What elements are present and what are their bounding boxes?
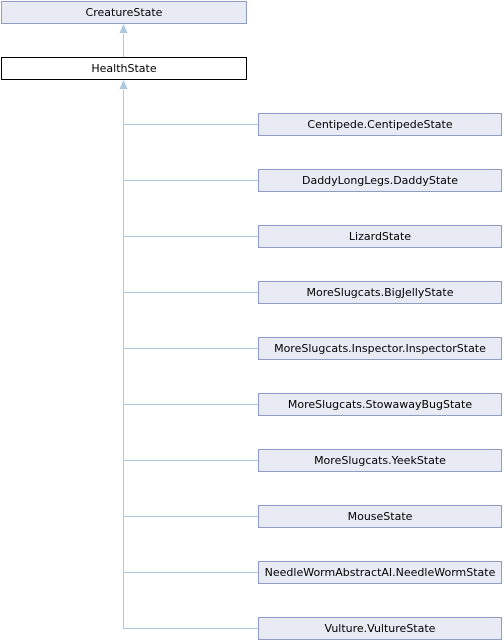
derived-class-node[interactable]: NeedleWormAbstractAI.NeedleWormState [258,561,502,584]
current-class-label: HealthState [91,62,157,75]
inheritance-arrow [119,80,128,89]
derived-class-node[interactable]: MoreSlugcats.Inspector.InspectorState [258,337,502,360]
derived-class-label: DaddyLongLegs.DaddyState [301,174,459,187]
derived-class-label: MoreSlugcats.StowawayBugState [287,398,473,411]
derived-class-label: MouseState [347,510,413,523]
derived-class-node[interactable]: DaddyLongLegs.DaddyState [258,169,502,192]
derived-class-label: Centipede.CentipedeState [307,118,453,131]
derived-class-node[interactable]: Centipede.CentipedeState [258,113,502,136]
derived-class-node[interactable]: Vulture.VultureState [258,617,502,640]
derived-class-label: MoreSlugcats.YeekState [314,454,446,467]
derived-class-label: Vulture.VultureState [324,622,436,635]
derived-class-label: MoreSlugcats.Inspector.InspectorState [274,342,486,355]
current-class-node: HealthState [1,57,247,80]
inheritance-arrow [119,24,128,33]
derived-class-node[interactable]: MoreSlugcats.BigJellyState [258,281,502,304]
derived-class-node[interactable]: LizardState [258,225,502,248]
base-class-label: CreatureState [85,6,163,19]
derived-class-label: LizardState [348,230,412,243]
base-class-node[interactable]: CreatureState [1,1,247,24]
derived-class-label: MoreSlugcats.BigJellyState [306,286,454,299]
derived-class-node[interactable]: MoreSlugcats.YeekState [258,449,502,472]
derived-class-label: NeedleWormAbstractAI.NeedleWormState [264,566,496,579]
derived-class-node[interactable]: MoreSlugcats.StowawayBugState [258,393,502,416]
derived-class-node[interactable]: MouseState [258,505,502,528]
